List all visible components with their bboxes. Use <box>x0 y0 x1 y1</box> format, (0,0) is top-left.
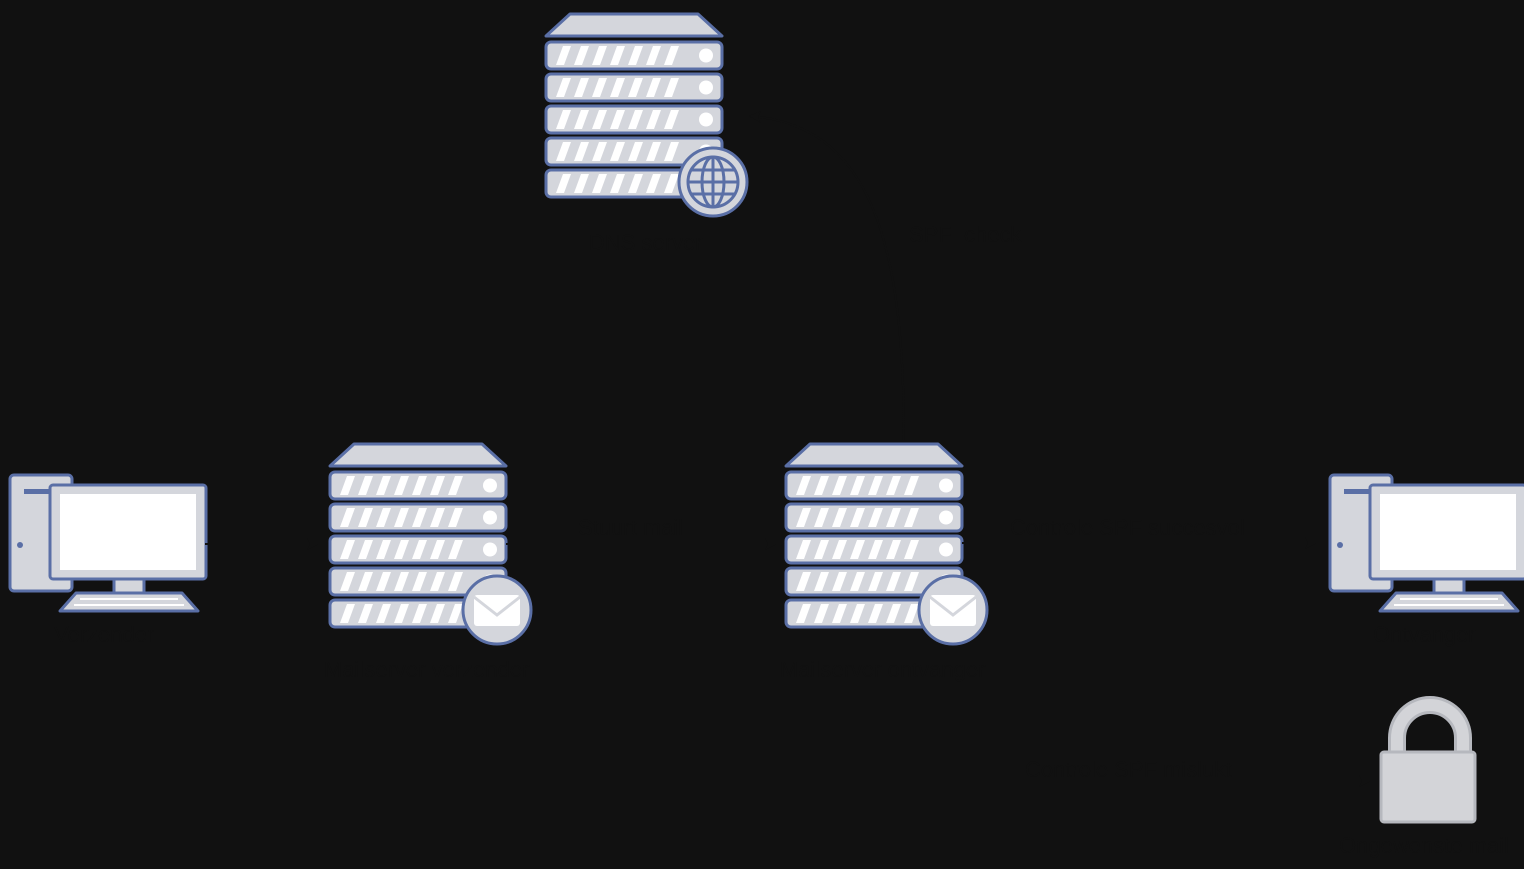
dns-server-label: DNS server <box>589 230 703 255</box>
spf-failed-label: Controle SPF mislukt <box>1025 757 1232 782</box>
sender-mail-server-icon <box>330 444 533 646</box>
sender-desktop-icon <box>8 473 208 613</box>
edge-spf-check <box>749 110 905 441</box>
padlock-icon <box>1379 696 1477 824</box>
receiver-mail-server-icon <box>786 444 989 646</box>
stuurt-mail-label: Stuurt mail <box>578 515 684 540</box>
spf-check-label: SPF check <box>909 222 1022 247</box>
dns-server-globe-icon <box>544 12 749 218</box>
sender-label: Verzender <box>54 622 155 647</box>
receiver-mailserver-label: Mailserver ontvanger <box>780 657 986 682</box>
receiver-label: Ontvanger <box>1373 622 1476 647</box>
receiver-desktop-icon <box>1328 473 1524 613</box>
spf-success-label: Controle SPF succesvol <box>1010 515 1245 540</box>
sender-mailserver-label: Mailserver verzender <box>324 657 530 682</box>
edge-spf-failed <box>886 648 1371 787</box>
junk-mail-label: Ongewenste mail <box>1339 833 1509 858</box>
